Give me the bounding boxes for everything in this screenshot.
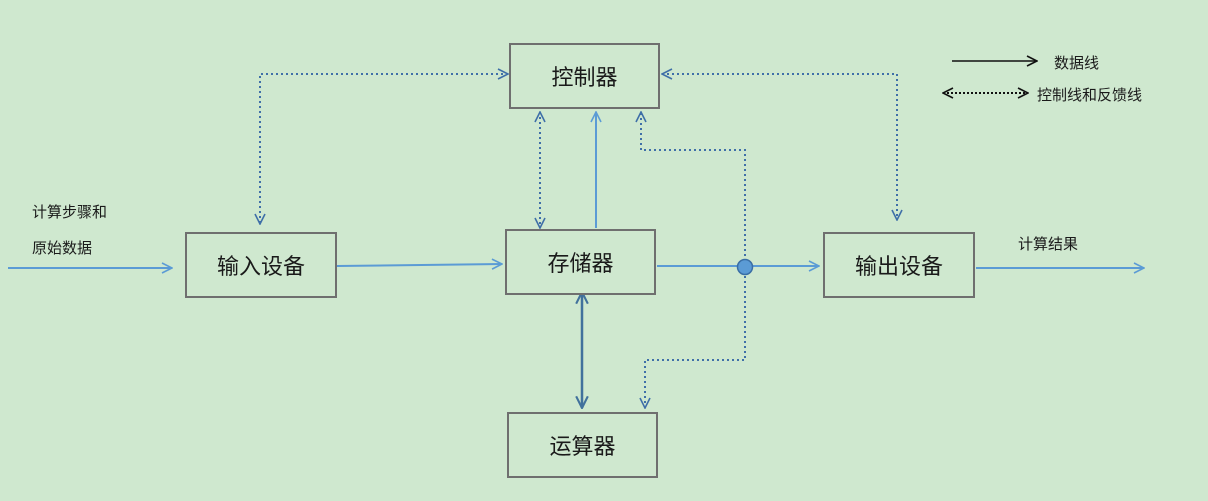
output-label: 计算结果 xyxy=(1018,235,1079,253)
data-line-input-to-memory xyxy=(336,264,502,266)
alu-label: 运算器 xyxy=(549,435,616,460)
memory-label: 存储器 xyxy=(547,252,614,277)
input-label-line2: 原始数据 xyxy=(32,239,93,257)
control-line-to-alu xyxy=(645,266,746,408)
legend-control-line-label: 控制线和反馈线 xyxy=(1037,86,1143,104)
controller-box: 控制器 xyxy=(509,43,660,109)
input-device-label: 输入设备 xyxy=(216,255,305,280)
legend-data-line-label: 数据线 xyxy=(1054,54,1100,72)
control-line-controller-input xyxy=(260,74,508,224)
control-line-controller-output xyxy=(662,74,897,220)
memory-box: 存储器 xyxy=(505,229,656,295)
junction-node xyxy=(736,258,754,276)
feedback-line-to-controller xyxy=(641,112,746,266)
alu-box: 运算器 xyxy=(507,412,658,478)
controller-label: 控制器 xyxy=(551,66,618,91)
input-label-line1: 计算步骤和 xyxy=(32,203,108,221)
output-device-box: 输出设备 xyxy=(823,232,975,298)
input-device-box: 输入设备 xyxy=(185,232,337,298)
output-device-label: 输出设备 xyxy=(854,255,943,280)
